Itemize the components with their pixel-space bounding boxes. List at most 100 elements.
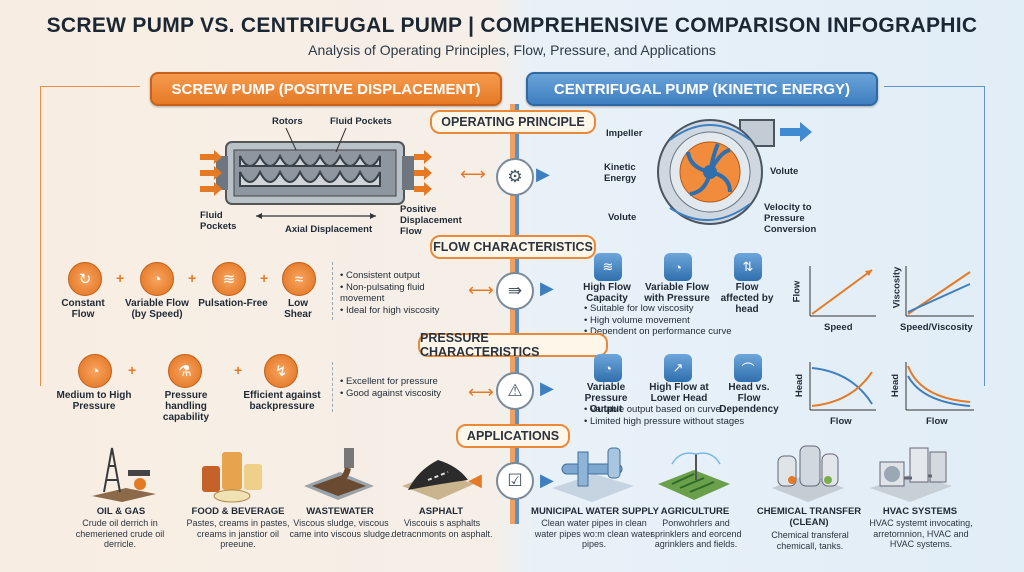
center-divider-left (510, 104, 515, 524)
app-oil-gas-title: OIL & GAS (96, 506, 146, 517)
app-asphalt-title: ASPHALT (418, 506, 464, 517)
head-flow-chart-1 (809, 362, 876, 411)
app-food-desc: Pastes, creams in pastes, creams in jans… (186, 518, 290, 549)
plus-icon: + (128, 362, 137, 378)
label-fluid-pockets-left: Fluid Pockets (200, 210, 237, 232)
hvac-icon (870, 447, 952, 502)
curve-icon: ⌒ (734, 354, 762, 382)
bullet: Non-pulsating fluid movement (340, 282, 460, 305)
chart-p2-y: Head (890, 373, 902, 398)
bullet: Good against viscosity (340, 388, 470, 400)
plus-icon: + (260, 270, 269, 286)
feature-medium-high-pressure: Medium to High Pressure (56, 390, 132, 412)
head-flow-chart-2 (905, 362, 974, 411)
arrow-left-pressure: ⟷ (468, 382, 494, 402)
centrifugal-pump-header: CENTRIFUGAL PUMP (KINETIC ENERGY) (526, 72, 878, 106)
centrifugal-flow-bullets: Suitable for low viscosity High volume m… (584, 303, 794, 338)
right-frame-vert (984, 86, 985, 386)
bullet: Limited high pressure without stages (584, 416, 794, 428)
app-municipal-title: MUNICIPAL WATER SUPPLY (531, 506, 659, 517)
feature-variable-flow: Variable Flow (by Speed) (125, 298, 189, 320)
feature-efficient-backpressure: Efficient against backpressure (243, 390, 321, 412)
label-velocity-pressure: Velocity to Pressure Conversion (764, 202, 817, 235)
chart-flow2-x: Speed/Viscosity (900, 322, 973, 333)
food-beverage-icon (202, 452, 262, 503)
bullet: Variable output based on curve (584, 404, 794, 416)
feature-variable-flow-pressure: Variable Flow with Pressure (644, 282, 710, 304)
speed-gauge-icon: ◔ (140, 262, 174, 296)
chart-p1-y: Head (794, 373, 806, 398)
app-agriculture-desc: Ponwohrlers and sprinklers and eorcend a… (650, 518, 742, 549)
screw-pump-diagram (200, 127, 432, 219)
right-frame-line (884, 86, 984, 87)
bullet: Excellent for pressure (340, 376, 470, 388)
chart-flow1-x: Speed (824, 322, 853, 333)
viscosity-chart (905, 266, 974, 317)
divider-dashed (332, 262, 333, 320)
arrow-right-pressure: ▶ (540, 378, 554, 398)
app-hvac-title: HVAC SYSTEMS (882, 506, 958, 517)
chart-p2-x: Flow (926, 416, 948, 427)
bullet: Dependent on performance curve (584, 326, 794, 338)
center-divider-right (515, 104, 519, 524)
gauge-icon: ◔ (664, 253, 692, 281)
oil-gas-icon (92, 447, 156, 502)
agriculture-icon (658, 452, 730, 500)
app-chemical-title: CHEMICAL TRANSFER (CLEAN) (756, 506, 862, 528)
gear-icon: ⚙ (496, 158, 534, 196)
app-oil-gas-desc: Crude oil derrich in chemeriened crude o… (75, 518, 165, 549)
feature-constant-flow: Constant Flow (61, 298, 105, 320)
label-impeller: Impeller (606, 128, 643, 139)
label-volute-right: Volute (770, 166, 799, 177)
centrifugal-pressure-bullets: Variable output based on curve Limited h… (584, 404, 794, 427)
centrifugal-pump-diagram (657, 119, 812, 225)
screw-pump-header: SCREW PUMP (POSITIVE DISPLACEMENT) (150, 72, 502, 106)
chart-up-icon: ↗ (664, 354, 692, 382)
bullet: Consistent output (340, 270, 460, 282)
label-rotors: Rotors (272, 116, 303, 127)
flow-speed-chart (809, 266, 876, 317)
left-frame-vert (40, 86, 41, 386)
section-pressure-characteristics: PRESSURE CHARACTERISTICS (418, 331, 608, 359)
section-operating-principle: OPERATING PRINCIPLE (430, 110, 596, 134)
wastewater-icon (304, 448, 374, 500)
arrow-right-flow: ▶ (540, 278, 554, 298)
label-kinetic-energy: Kinetic Energy (604, 162, 637, 184)
left-frame-line (40, 86, 140, 87)
section-applications: APPLICATIONS (456, 424, 570, 448)
screw-pressure-bullets: Excellent for pressure Good against visc… (340, 376, 470, 399)
feature-high-flow-lower-head: High Flow at Lower Head (649, 382, 709, 404)
chart-p1-x: Flow (830, 416, 852, 427)
feature-pressure-handling: Pressure handling capability (162, 390, 210, 423)
chart-flow2-y: Viscosity (891, 266, 903, 309)
asphalt-icon (402, 460, 474, 500)
chemical-transfer-icon (772, 445, 844, 502)
flow-arrows-icon: ⇛ (496, 272, 534, 310)
head-icon: ⇅ (734, 253, 762, 281)
warning-icon: ⚠ (496, 372, 534, 410)
feature-high-flow: High Flow Capacity (583, 282, 631, 304)
app-hvac-desc: HVAC systemt invocating, arretornnion, H… (869, 518, 973, 549)
feature-low-shear: Low Shear (284, 298, 312, 320)
arrow-right-app: ▶ (540, 470, 554, 490)
app-asphalt-desc: Viscouis s asphalts detracnmonts on asph… (391, 518, 493, 539)
app-food-title: FOOD & BEVERAGE (191, 506, 285, 517)
municipal-water-icon (552, 447, 634, 502)
pulsation-icon: ≋ (212, 262, 246, 296)
wave-icon: ≋ (594, 253, 622, 281)
app-agriculture-title: AGRICULTURE (660, 506, 730, 517)
app-chemical-desc: Chemical transferal chemicall, tanks. (771, 530, 849, 551)
page-title: SCREW PUMP VS. CENTRIFUGAL PUMP | COMPRE… (46, 14, 978, 37)
label-fluid-pockets-top: Fluid Pockets (330, 116, 392, 127)
feature-pulsation-free: Pulsation-Free (198, 298, 268, 309)
screw-flow-row: ↻ + ◔ + ≋ + ≈ Constant Flow Variable Flo… (58, 262, 328, 322)
arrow-left-flow: ⟷ (468, 280, 494, 300)
arrow-left-op: ⟷ (460, 164, 486, 184)
low-shear-icon: ≈ (282, 262, 316, 296)
bullet: Suitable for low viscosity (584, 303, 794, 315)
pressure-handling-icon: ⚗ (168, 354, 202, 388)
section-flow-characteristics: FLOW CHARACTERISTICS (430, 235, 596, 259)
constant-flow-icon: ↻ (68, 262, 102, 296)
app-wastewater-title: WASTEWATER (306, 506, 374, 517)
plus-icon: + (188, 270, 197, 286)
